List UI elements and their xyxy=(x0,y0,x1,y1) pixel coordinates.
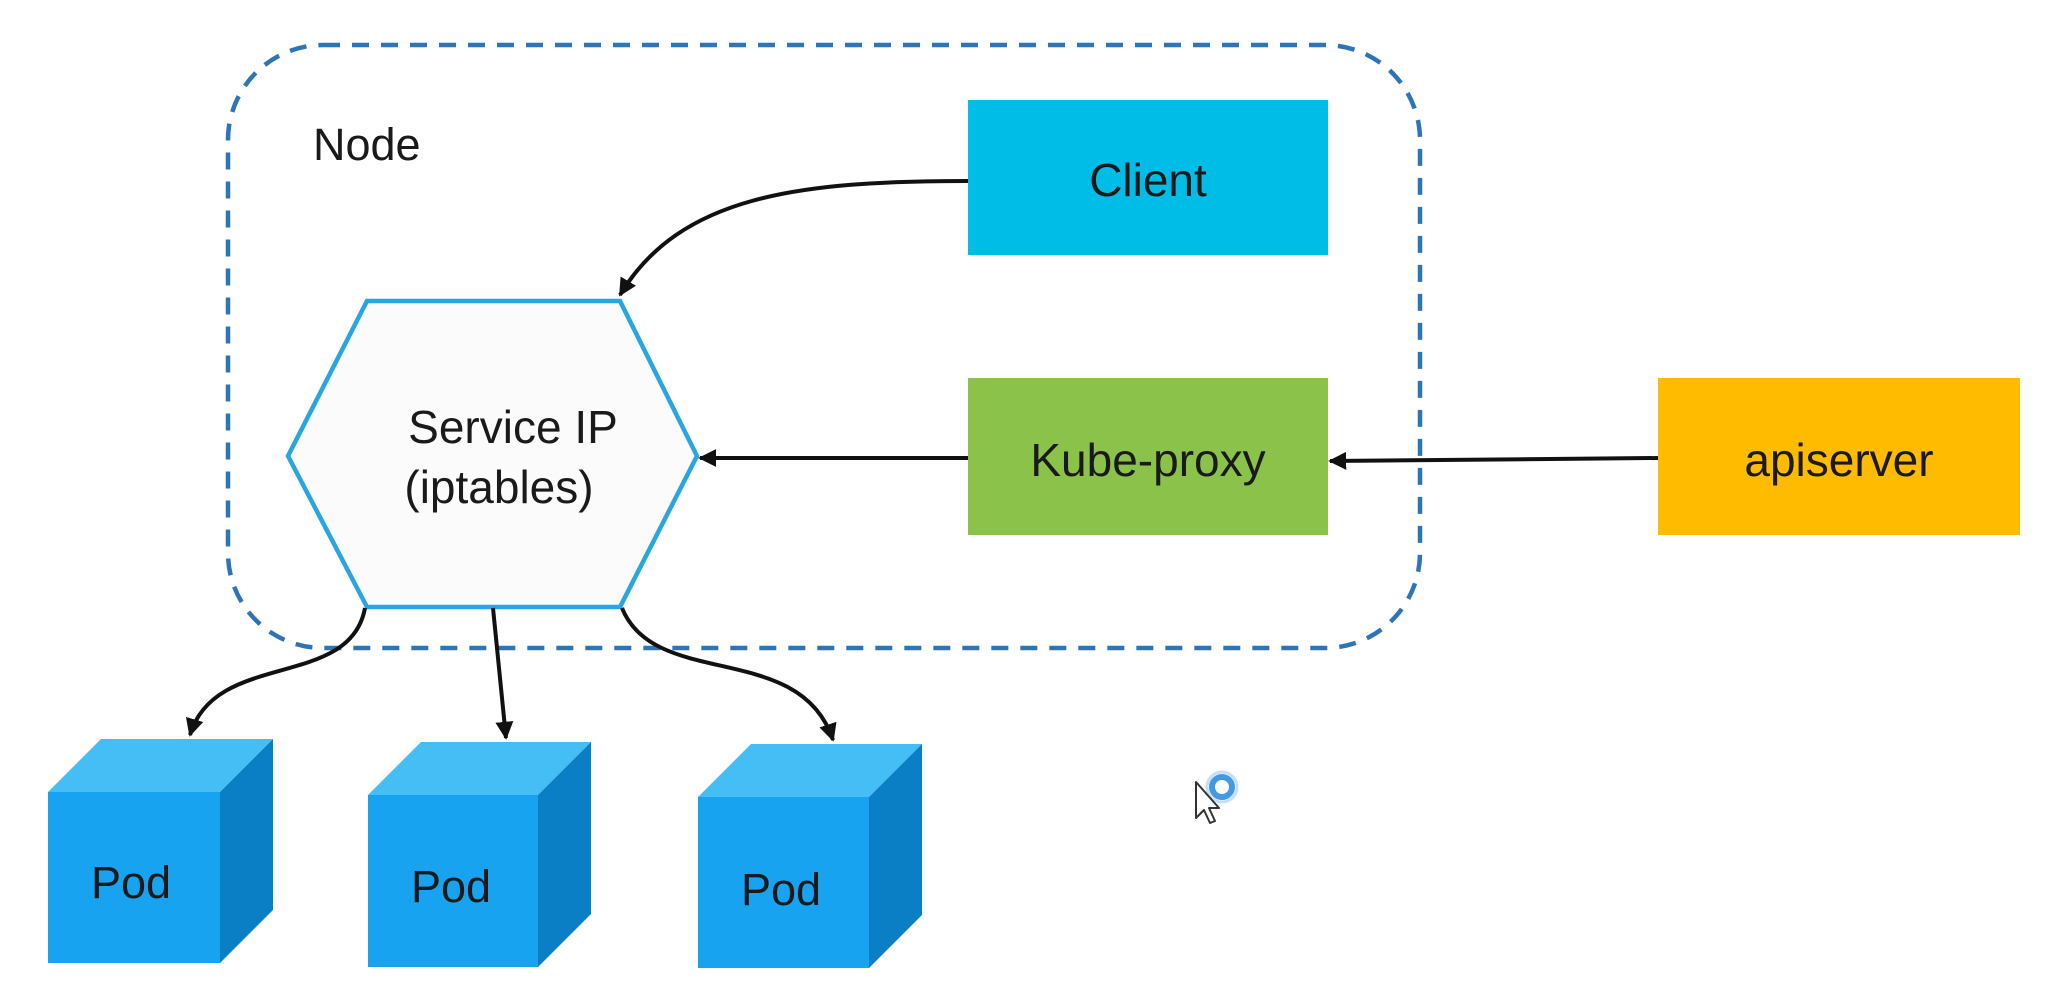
node-dashed-border xyxy=(225,42,1423,651)
kube-proxy-label: Kube-proxy xyxy=(1030,434,1265,486)
mouse-pointer-icon xyxy=(1195,770,1239,824)
connector-arrows xyxy=(185,179,1659,742)
pod-1-top xyxy=(48,739,273,792)
kube-proxy-box: Kube-proxy xyxy=(968,378,1328,535)
kube-proxy-box-rect xyxy=(968,378,1328,535)
pod-cube-1: Pod xyxy=(48,739,273,963)
click-ripple-icon xyxy=(1205,770,1239,804)
service-ip-label: Service IP xyxy=(408,401,618,453)
apiserver-label: apiserver xyxy=(1744,434,1933,486)
arrow-service-to-pod-1 xyxy=(185,607,367,737)
service-iptables-label: (iptables) xyxy=(404,461,593,513)
apiserver-box: apiserver xyxy=(1658,378,2020,535)
client-box: Client xyxy=(968,100,1328,255)
arrow-apiserver-to-kubeproxy xyxy=(1328,451,1659,470)
node-label: Node xyxy=(313,119,421,170)
cursor-arrow-icon xyxy=(1195,781,1220,824)
pod-3-top xyxy=(698,744,922,797)
pod-3-front xyxy=(698,797,869,968)
pod-1-side xyxy=(220,739,273,963)
arrow-client-to-service xyxy=(618,179,969,297)
pod-label: Pod xyxy=(411,861,491,912)
pod-label: Pod xyxy=(91,857,171,908)
service-ip-hexagon-shape xyxy=(285,298,700,610)
pod-3-side xyxy=(869,744,922,968)
arrow-service-to-pod-3 xyxy=(620,607,837,742)
client-label: Client xyxy=(1089,154,1207,206)
pod-cube-3: Pod xyxy=(698,744,922,968)
pod-1-front xyxy=(48,792,220,963)
pod-2-front xyxy=(368,795,538,967)
pod-label: Pod xyxy=(741,864,821,915)
pod-2-top xyxy=(368,742,591,795)
apiserver-box-rect xyxy=(1658,378,2020,535)
click-indicator-icon xyxy=(1209,774,1235,800)
node-boundary: Node xyxy=(225,42,1423,651)
arrow-service-to-pod-2 xyxy=(491,607,514,740)
client-box-rect xyxy=(968,100,1328,255)
service-ip-hexagon: Service IP (iptables) xyxy=(285,298,700,610)
pod-cube-2: Pod xyxy=(368,742,591,967)
pod-2-side xyxy=(538,742,591,967)
